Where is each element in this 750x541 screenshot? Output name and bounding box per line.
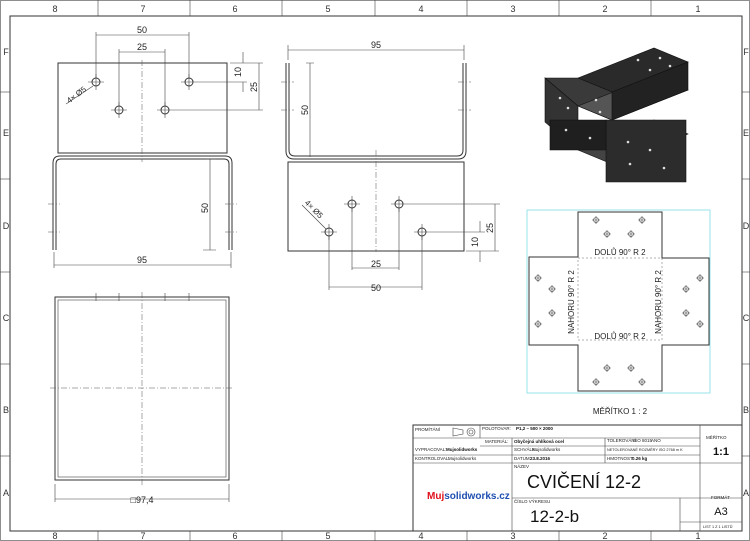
svg-text:MATERIÁL:: MATERIÁL: bbox=[485, 438, 508, 444]
svg-text:F: F bbox=[743, 47, 749, 57]
svg-text:POLOTOVAR:: POLOTOVAR: bbox=[482, 426, 511, 431]
svg-text:D: D bbox=[3, 221, 10, 231]
svg-text:4× Ø5: 4× Ø5 bbox=[65, 84, 88, 105]
svg-text:ANO: ANO bbox=[651, 438, 661, 443]
svg-text:KONTROLOVAL:: KONTROLOVAL: bbox=[415, 456, 450, 461]
svg-text:95: 95 bbox=[137, 255, 147, 265]
svg-text:LIST 1 Z 1 LISTŮ: LIST 1 Z 1 LISTŮ bbox=[703, 524, 733, 529]
logo: Mujsolidworks.cz bbox=[427, 491, 510, 502]
svg-text:A3: A3 bbox=[714, 506, 727, 518]
svg-text:MĚŘÍTKO: MĚŘÍTKO bbox=[706, 433, 727, 440]
flat-pattern: DOLŮ 90° R 2 DOLŮ 90° R 2 NAHORU 90° R 2… bbox=[526, 209, 711, 416]
svg-text:NÁZEV: NÁZEV bbox=[514, 463, 529, 469]
svg-text:TOLEROVÁNÍ: TOLEROVÁNÍ bbox=[607, 437, 637, 443]
svg-text:NAHORU 90° R 2: NAHORU 90° R 2 bbox=[567, 270, 576, 334]
svg-text:50: 50 bbox=[137, 25, 147, 35]
svg-text:B: B bbox=[743, 405, 749, 415]
svg-text:Mujsolidworks: Mujsolidworks bbox=[532, 447, 561, 452]
front-view: 50 25 10 25 50 95 4× Ø5 bbox=[48, 25, 263, 268]
svg-text:4: 4 bbox=[418, 4, 423, 14]
side-view: 95 50 25 50 10 25 4× Ø5 bbox=[281, 40, 500, 293]
svg-text:Obyčejná uhlíková ocel: Obyčejná uhlíková ocel bbox=[514, 439, 564, 444]
svg-text:E: E bbox=[3, 128, 9, 138]
svg-text:SCHVÁLIL:: SCHVÁLIL: bbox=[514, 446, 537, 452]
svg-text:1: 1 bbox=[695, 531, 700, 541]
svg-text:FORMÁT: FORMÁT bbox=[711, 494, 730, 500]
svg-text:ISO 8015: ISO 8015 bbox=[633, 438, 653, 443]
svg-text:25: 25 bbox=[371, 259, 381, 269]
svg-text:E: E bbox=[743, 128, 749, 138]
svg-text:NETOLEROVANÉ ROZMĚRY ISO 2768: NETOLEROVANÉ ROZMĚRY ISO 2768 m K bbox=[607, 447, 683, 452]
svg-text:25: 25 bbox=[137, 42, 147, 52]
svg-text:A: A bbox=[3, 488, 9, 498]
svg-text:50: 50 bbox=[371, 283, 381, 293]
svg-text:□97,4: □97,4 bbox=[131, 495, 154, 505]
svg-text:0.26 kg: 0.26 kg bbox=[632, 456, 648, 461]
svg-text:HMOTNOST:: HMOTNOST: bbox=[607, 456, 634, 461]
svg-text:A: A bbox=[743, 488, 749, 498]
svg-text:25: 25 bbox=[249, 82, 259, 92]
svg-text:50: 50 bbox=[300, 105, 310, 115]
title-block: PROMÍTÁNÍ POLOTOVAR: P1,2 – 500 × 2000 M… bbox=[412, 424, 743, 532]
svg-text:2: 2 bbox=[602, 4, 607, 14]
inner-frame bbox=[9, 15, 743, 532]
svg-text:8: 8 bbox=[52, 4, 57, 14]
svg-text:12-2-b: 12-2-b bbox=[530, 507, 579, 526]
svg-text:ČÍSLO VÝKRESU: ČÍSLO VÝKRESU bbox=[514, 498, 550, 504]
svg-text:7: 7 bbox=[140, 531, 145, 541]
top-view: □97,4 bbox=[50, 292, 234, 505]
svg-text:1:1: 1:1 bbox=[713, 446, 729, 458]
svg-text:50: 50 bbox=[200, 203, 210, 213]
svg-text:VYPRACOVAL:: VYPRACOVAL: bbox=[415, 447, 446, 452]
flat-pattern-bbox bbox=[526, 209, 711, 394]
svg-text:23.8.2016: 23.8.2016 bbox=[530, 456, 551, 461]
svg-text:6: 6 bbox=[232, 4, 237, 14]
svg-text:6: 6 bbox=[232, 531, 237, 541]
svg-text:2: 2 bbox=[602, 531, 607, 541]
svg-text:95: 95 bbox=[371, 40, 381, 50]
svg-text:3: 3 bbox=[510, 4, 515, 14]
svg-text:C: C bbox=[3, 313, 10, 323]
svg-text:4: 4 bbox=[418, 531, 423, 541]
svg-text:10: 10 bbox=[470, 237, 480, 247]
isometric-view bbox=[544, 47, 689, 183]
svg-text:F: F bbox=[3, 47, 9, 57]
svg-text:10: 10 bbox=[233, 67, 243, 77]
svg-text:DOLŮ 90° R 2: DOLŮ 90° R 2 bbox=[594, 332, 646, 341]
svg-text:3: 3 bbox=[510, 531, 515, 541]
svg-text:7: 7 bbox=[140, 4, 145, 14]
svg-text:PROMÍTÁNÍ: PROMÍTÁNÍ bbox=[415, 426, 441, 432]
svg-text:D: D bbox=[743, 221, 750, 231]
svg-text:C: C bbox=[743, 313, 750, 323]
svg-text:8: 8 bbox=[52, 531, 57, 541]
svg-text:25: 25 bbox=[485, 223, 495, 233]
svg-text:5: 5 bbox=[325, 531, 330, 541]
svg-text:B: B bbox=[3, 405, 9, 415]
svg-text:Mujsolidworks: Mujsolidworks bbox=[448, 456, 477, 461]
svg-text:DOLŮ 90° R 2: DOLŮ 90° R 2 bbox=[594, 248, 646, 257]
svg-text:DATUM:: DATUM: bbox=[514, 456, 531, 461]
svg-text:Mujsolidworks: Mujsolidworks bbox=[446, 447, 478, 452]
svg-text:5: 5 bbox=[325, 4, 330, 14]
svg-text:CVIČENÍ 12-2: CVIČENÍ 12-2 bbox=[527, 471, 641, 492]
svg-text:1: 1 bbox=[695, 4, 700, 14]
svg-text:MĚŘÍTKO 1 : 2: MĚŘÍTKO 1 : 2 bbox=[593, 407, 648, 416]
svg-text:NAHORU 90° R 2: NAHORU 90° R 2 bbox=[654, 270, 663, 334]
svg-text:P1,2 – 500 × 2000: P1,2 – 500 × 2000 bbox=[516, 426, 553, 431]
zone-labels: 8 7 6 5 4 3 2 1 8 7 6 5 4 3 2 1 F E D C B A F E D C B A bbox=[3, 4, 750, 541]
